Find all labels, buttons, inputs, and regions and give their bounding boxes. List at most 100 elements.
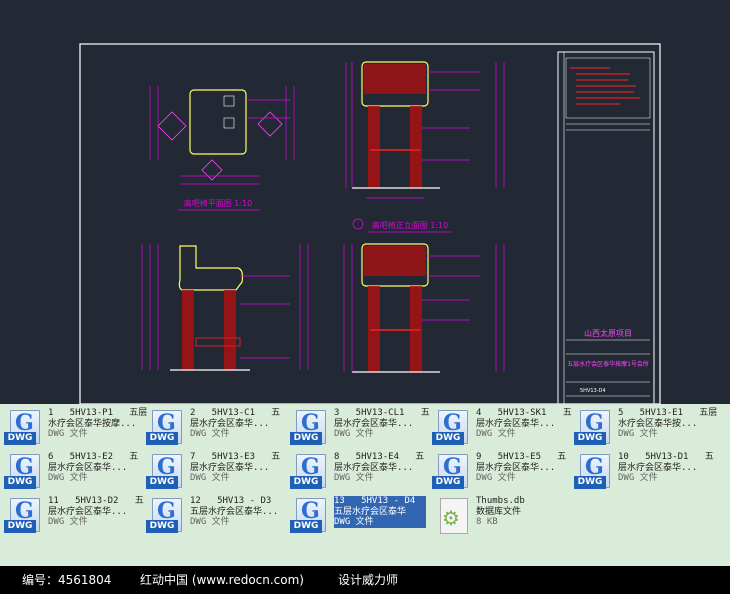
file-label: 3 5HV13-CL1 五层水疗会区泰华...DWG 文件: [334, 408, 430, 440]
rear-elevation-view: [343, 243, 505, 373]
file-name-line2: 水疗会区泰华按...: [618, 418, 698, 429]
file-name-line1: 1 5HV13-P1 五层: [48, 408, 148, 418]
database-file-icon: ⚙: [432, 496, 472, 536]
file-name-line2: 层水疗会区泰华...: [48, 462, 128, 473]
front-elevation-view: 高吧椅正立面图 1:10: [345, 61, 505, 233]
file-name-line2: 层水疗会区泰华...: [476, 418, 556, 429]
file-name-line2: 层水疗会区泰华...: [48, 506, 128, 517]
cad-canvas: 山西太原项目 五层水疗会区泰华按摩1号会所 5HV13-D4 高吧椅平面图 1:…: [141, 51, 655, 405]
plan-view: 高吧椅平面图 1:10: [149, 86, 295, 211]
file-name-line1: 2 5HV13-C1 五: [190, 408, 281, 418]
file-name-line2: 层水疗会区泰华...: [476, 462, 556, 473]
title-block-project: 山西太原项目: [584, 328, 632, 338]
file-type: 8 KB: [476, 517, 498, 527]
title-block-drawing: 五层水疗会区泰华按摩1号会所: [567, 360, 649, 368]
file-type: DWG 文件: [48, 473, 88, 483]
file-type: DWG 文件: [334, 473, 374, 483]
file-name-line1: 13 5HV13 - D4: [334, 496, 426, 507]
file-name-line1: 8 5HV13-E4 五: [334, 452, 425, 462]
file-name-line2: 五层水疗会区泰华: [334, 506, 426, 517]
watermark-footer: 编号：4561804 红动中国 (www.redocn.com) 设计威力师: [0, 566, 730, 594]
file-name-line2: 层水疗会区泰华...: [618, 462, 698, 473]
file-name-line1: 11 5HV13-D2 五: [48, 496, 144, 506]
file-type: DWG 文件: [48, 517, 88, 527]
file-label: 2 5HV13-C1 五层水疗会区泰华...DWG 文件: [190, 408, 282, 440]
file-type: DWG 文件: [618, 473, 658, 483]
front-elevation-title: 高吧椅正立面图 1:10: [372, 220, 449, 230]
file-name-line1: Thumbs.db: [476, 496, 525, 506]
file-type: DWG 文件: [334, 429, 374, 439]
footer-slogan: 设计威力师: [338, 573, 399, 587]
file-label: 1 5HV13-P1 五层水疗会区泰华按摩...DWG 文件: [48, 408, 148, 440]
file-label: 9 5HV13-E5 五层水疗会区泰华...DWG 文件: [476, 452, 568, 484]
footer-site[interactable]: 红动中国 (www.redocn.com): [140, 573, 304, 587]
file-name-line1: 12 5HV13 - D3: [190, 496, 272, 506]
file-name-line1: 4 5HV13-SK1 五: [476, 408, 572, 418]
file-name-line2: 层水疗会区泰华...: [190, 462, 270, 473]
file-label: 10 5HV13-D1 五层水疗会区泰华...DWG 文件: [618, 452, 714, 484]
file-type: DWG 文件: [476, 473, 516, 483]
file-label: 11 5HV13-D2 五层水疗会区泰华...DWG 文件: [48, 496, 144, 528]
file-name-line2: 五层水疗会区泰华...: [190, 506, 279, 517]
file-type: DWG 文件: [618, 429, 658, 439]
file-label: 7 5HV13-E3 五层水疗会区泰华...DWG 文件: [190, 452, 282, 484]
footer-id: 编号：4561804: [22, 573, 112, 587]
file-name-line2: 层水疗会区泰华...: [334, 418, 414, 429]
side-elevation-view: [141, 244, 309, 371]
file-name-line1: 5 5HV13-E1 五层: [618, 408, 718, 418]
file-name-line2: 层水疗会区泰华...: [190, 418, 270, 429]
file-name-line1: 3 5HV13-CL1 五: [334, 408, 430, 418]
file-type: DWG 文件: [48, 429, 88, 439]
title-block: 山西太原项目 五层水疗会区泰华按摩1号会所 5HV13-D4: [557, 51, 655, 405]
file-label: 8 5HV13-E4 五层水疗会区泰华...DWG 文件: [334, 452, 426, 484]
file-type: DWG 文件: [190, 429, 230, 439]
file-name-line1: 9 5HV13-E5 五: [476, 452, 567, 462]
file-name-line2: 数据库文件: [476, 506, 522, 517]
file-name-line1: 10 5HV13-D1 五: [618, 452, 714, 462]
file-name-line2: 层水疗会区泰华...: [334, 462, 414, 473]
cad-drawing-preview: 山西太原项目 五层水疗会区泰华按摩1号会所 5HV13-D4 高吧椅平面图 1:…: [0, 0, 730, 405]
file-type: DWG 文件: [334, 517, 426, 528]
file-name-line1: 6 5HV13-E2 五: [48, 452, 139, 462]
plan-view-title: 高吧椅平面图 1:10: [184, 198, 253, 208]
file-label: 4 5HV13-SK1 五层水疗会区泰华...DWG 文件: [476, 408, 572, 440]
file-label: 5 5HV13-E1 五层水疗会区泰华按...DWG 文件: [618, 408, 718, 440]
file-type: DWG 文件: [190, 517, 230, 527]
file-type: DWG 文件: [476, 429, 516, 439]
file-name-line1: 7 5HV13-E3 五: [190, 452, 281, 462]
file-type: DWG 文件: [190, 473, 230, 483]
file-name-line2: 水疗会区泰华按摩...: [48, 418, 137, 429]
title-block-sheet-code: 5HV13-D4: [580, 388, 606, 394]
